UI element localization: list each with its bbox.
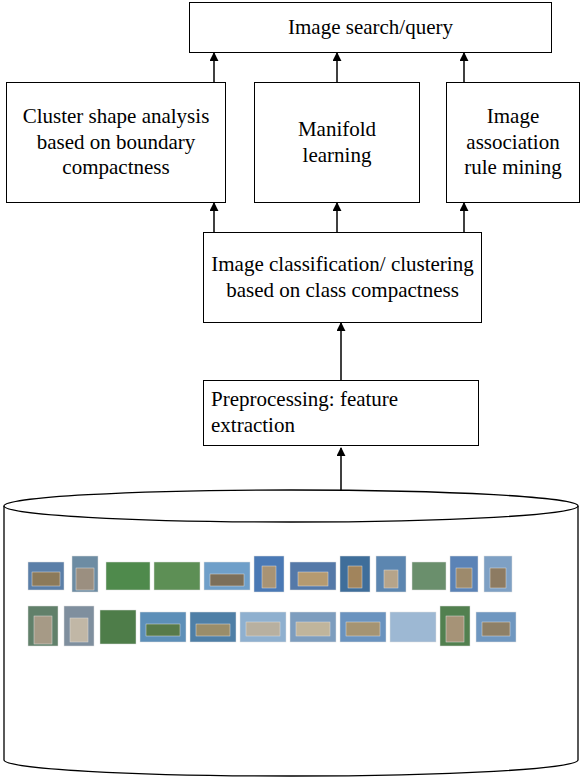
box-label: Manifold learning: [262, 117, 412, 168]
box-label: Cluster shape analysis based on boundary…: [14, 104, 218, 181]
flow-arrow: [340, 323, 342, 380]
box-label: Image search/query: [288, 15, 453, 41]
flow-arrow: [463, 203, 465, 232]
process-box: Cluster shape analysis based on boundary…: [6, 82, 226, 203]
flow-arrow: [213, 53, 215, 82]
image-thumbnails: [28, 556, 516, 646]
box-label: Image association rule mining: [454, 104, 572, 181]
process-box: Manifold learning: [254, 82, 420, 203]
database-cylinder: [4, 490, 578, 776]
flow-arrow: [336, 53, 338, 82]
process-box: Image classification/ clustering based o…: [203, 232, 482, 323]
box-label: Preprocessing: feature extraction: [211, 387, 471, 438]
process-box: Image association rule mining: [446, 82, 580, 203]
process-box: Preprocessing: feature extraction: [203, 380, 479, 446]
box-label: Image classification/ clustering based o…: [211, 252, 474, 303]
flow-arrow: [336, 203, 338, 232]
input-arrow: [340, 448, 342, 490]
query-box: Image search/query: [189, 2, 552, 53]
flow-arrow: [213, 203, 215, 232]
flow-arrow: [463, 53, 465, 82]
